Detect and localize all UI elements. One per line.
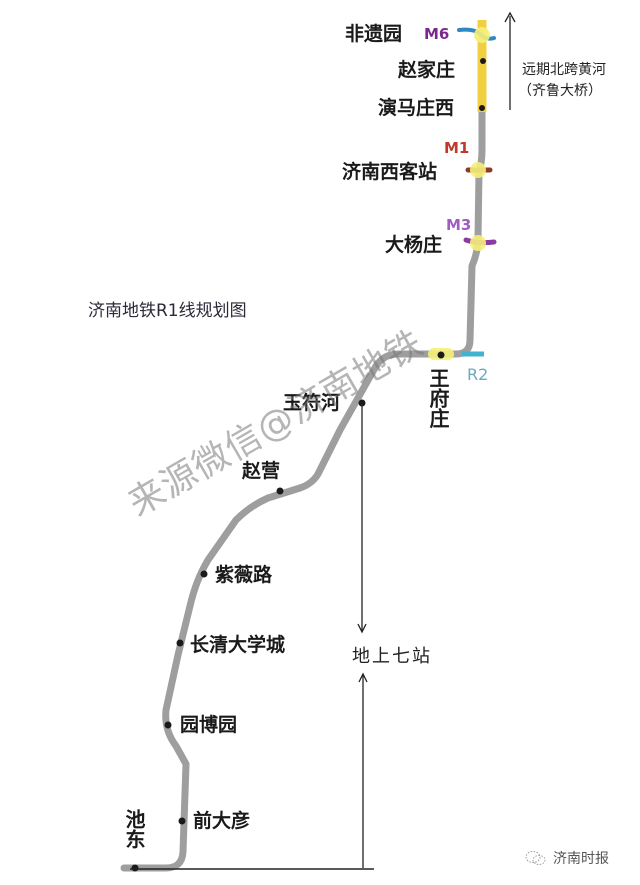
arrow-head-down-icon: [357, 623, 367, 634]
map-title: 济南地铁R1线规划图: [88, 301, 247, 321]
station-dot-chidong[interactable]: [131, 864, 139, 872]
arrow-head-up-icon: [358, 672, 368, 683]
station-label-yuanboyuan[interactable]: 园博园: [180, 714, 238, 736]
station-dot-zhaoying[interactable]: [276, 487, 284, 495]
station-label-feiyiyuan[interactable]: 非遗园: [345, 23, 403, 45]
r1-line-path: [120, 108, 486, 872]
publisher-credit: 济南时报: [525, 848, 609, 868]
station-label-chidong[interactable]: 池东: [122, 809, 146, 849]
station-label-yanmazhuangxi[interactable]: 演马庄西: [378, 97, 455, 119]
station-label-zhaoying[interactable]: 赵营: [242, 460, 281, 482]
station-label-yufuhe[interactable]: 玉符河: [283, 392, 341, 414]
m3-transfer-highlight: [470, 235, 486, 251]
elevated-stations-note: 地上七站: [352, 646, 432, 667]
station-label-ziweilu[interactable]: 紫薇路: [215, 564, 273, 586]
station-dot-ziweilu[interactable]: [200, 570, 208, 578]
transfer-label-m6: M6: [424, 25, 450, 43]
station-label-wangfuzhuang[interactable]: 王府庄: [426, 368, 450, 428]
future-north-bridge-note: （齐鲁大桥）: [518, 83, 602, 99]
station-label-zhaojiazhuang[interactable]: 赵家庄: [398, 59, 456, 81]
m6-transfer-highlight: [474, 27, 490, 43]
m1-transfer-highlight: [470, 162, 486, 178]
station-dot-yanmazhuangxi[interactable]: [479, 105, 485, 111]
station-dot-yuanboyuan[interactable]: [164, 721, 172, 729]
publisher-name: 济南时报: [553, 851, 609, 867]
arrow-head-up-icon: [504, 11, 516, 23]
future-north-note: 远期北跨黄河: [522, 62, 606, 78]
station-label-jinan-xikezhan[interactable]: 济南西客站: [342, 161, 438, 183]
station-label-dayangzhuang[interactable]: 大杨庄: [385, 234, 443, 256]
station-dot-zhaojiazhuang[interactable]: [480, 58, 486, 64]
station-dot-wangfuzhuang[interactable]: [437, 351, 445, 359]
transfer-label-m1: M1: [444, 139, 470, 157]
wechat-icon: [525, 851, 546, 865]
station-dot-changqing-daxuecheng[interactable]: [176, 639, 184, 647]
transfer-label-m3: M3: [446, 216, 472, 234]
station-label-qiandayan[interactable]: 前大彦: [193, 810, 251, 832]
station-dot-qiandayan[interactable]: [178, 817, 186, 825]
station-label-changqing-daxuecheng[interactable]: 长清大学城: [190, 634, 286, 656]
transfer-label-r2: R2: [467, 365, 489, 384]
